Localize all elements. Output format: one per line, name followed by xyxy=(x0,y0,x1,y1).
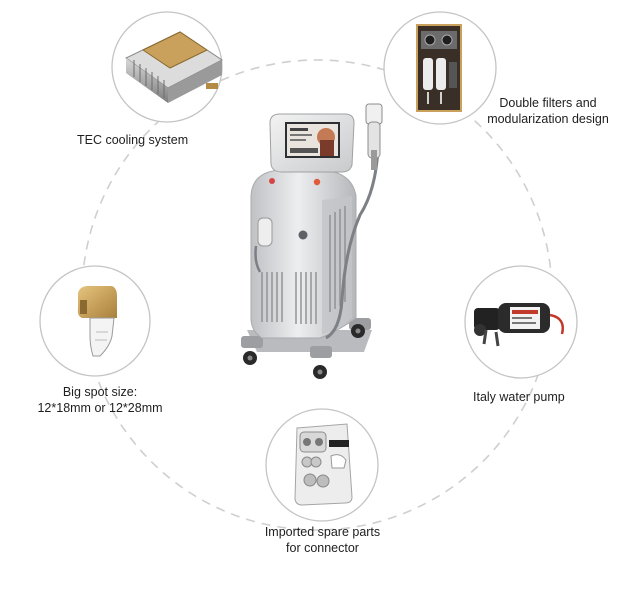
water-pump-icon xyxy=(474,303,564,347)
feature-label-line: Big spot size: xyxy=(62,385,138,399)
feature-label-line: Imported spare parts xyxy=(264,525,381,539)
feature-tec-circle xyxy=(111,11,223,123)
filter-module-icon xyxy=(416,24,462,112)
feature-label-tec: TEC cooling system xyxy=(77,132,188,148)
feature-label-line: for connector xyxy=(286,541,359,555)
feature-spot-circle xyxy=(39,265,151,377)
feature-label-connector: Imported spare parts for connector xyxy=(250,524,395,556)
feature-label-line: Italy water pump xyxy=(473,390,565,404)
feature-label-line: Double filters and xyxy=(499,96,597,110)
feature-label-line: TEC cooling system xyxy=(77,133,189,147)
feature-label-pump: Italy water pump xyxy=(473,389,565,405)
feature-filters-circle xyxy=(383,11,497,125)
handpiece-icon xyxy=(77,286,117,357)
tec-cooling-icon xyxy=(125,31,223,103)
feature-label-line: 12*18mm or 12*28mm xyxy=(37,401,163,415)
feature-label-line: modularization design xyxy=(487,112,609,126)
laser-machine xyxy=(241,103,383,379)
feature-connector-circle xyxy=(265,408,379,522)
connector-icon xyxy=(294,423,353,506)
feature-pump-circle xyxy=(464,265,578,379)
feature-label-filters: Double filters and modularization design xyxy=(478,95,618,127)
feature-label-spot: Big spot size: 12*18mm or 12*28mm xyxy=(30,384,170,416)
